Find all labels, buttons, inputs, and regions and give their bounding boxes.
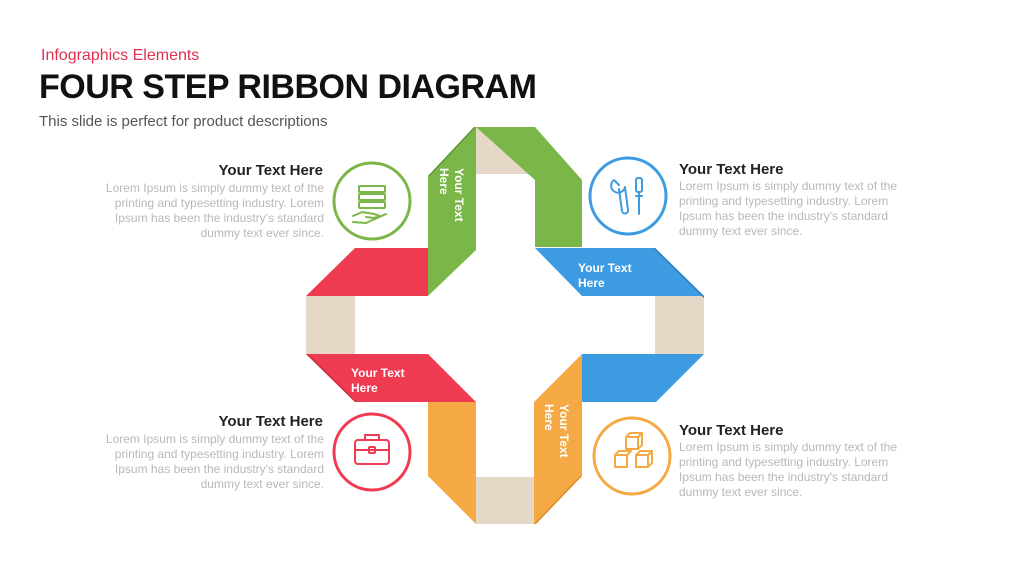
ribbon-blue-face bbox=[535, 248, 704, 296]
ribbon-green-fold bbox=[476, 127, 582, 247]
ribbon-orange-label: Your Text Here bbox=[542, 404, 571, 461]
ribbon-orange-edge bbox=[534, 476, 582, 524]
step-description: Lorem Ipsum is simply dummy text of the … bbox=[105, 432, 324, 491]
ribbon-red-face bbox=[306, 354, 476, 402]
step-title: Your Text Here bbox=[679, 422, 784, 439]
step-circle-top-right bbox=[588, 156, 668, 236]
ribbon-blue-edge bbox=[653, 248, 704, 298]
ribbon-blue-fold bbox=[582, 354, 704, 402]
step-title: Your Text Here bbox=[218, 162, 323, 179]
ribbon-blue-label: Your Text Here bbox=[578, 261, 635, 290]
tools-icon bbox=[610, 177, 643, 215]
page-subtitle: This slide is perfect for product descri… bbox=[39, 113, 328, 130]
ribbon-red-fold bbox=[306, 248, 428, 296]
connector-left bbox=[306, 296, 355, 354]
cubes-icon bbox=[614, 432, 653, 468]
connector-right bbox=[655, 296, 704, 354]
ribbon-green-face bbox=[428, 127, 476, 296]
ribbon-red-label: Your Text Here bbox=[351, 366, 408, 395]
step-circle-bottom-right bbox=[592, 416, 672, 496]
step-title: Your Text Here bbox=[679, 161, 784, 178]
step-title: Your Text Here bbox=[218, 413, 323, 430]
ribbon-red-edge bbox=[306, 354, 357, 402]
ribbon-orange-face bbox=[534, 354, 582, 524]
step-description: Lorem Ipsum is simply dummy text of the … bbox=[105, 181, 324, 240]
connector-bottom bbox=[476, 477, 534, 524]
hand-holding-stack-icon bbox=[352, 185, 387, 224]
eyebrow-label: Infographics Elements bbox=[41, 47, 200, 64]
step-description: Lorem Ipsum is simply dummy text of the … bbox=[679, 440, 898, 499]
ribbon-orange-fold bbox=[428, 402, 476, 524]
ribbon-green-label: Your Text Here bbox=[437, 168, 466, 225]
ribbon-green-edge bbox=[428, 127, 476, 176]
page-title: FOUR STEP RIBBON DIAGRAM bbox=[39, 68, 537, 106]
step-description: Lorem Ipsum is simply dummy text of the … bbox=[679, 179, 898, 238]
briefcase-icon bbox=[354, 434, 390, 465]
